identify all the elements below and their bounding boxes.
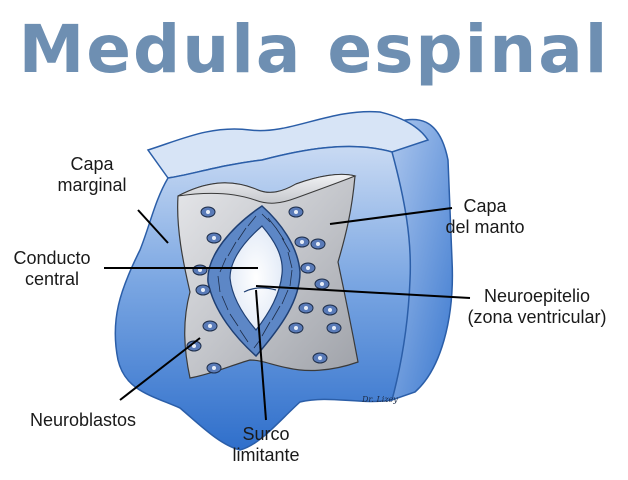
label-neuroblastos: Neuroblastos [30,410,137,430]
sulcus-limitans-groove [243,287,277,293]
label-neuroepitelio: Neuroepitelio (zona ventricular) [467,286,607,327]
signature: Dr. Lizey [361,395,398,404]
leader-surco-limitante [255,289,267,421]
leader-capa-marginal [137,209,169,244]
leader-neuroepitelio [255,285,471,299]
leader-neuroblastos [119,337,201,401]
page-title: Medula espinal [18,11,610,88]
leader-lines [104,207,471,421]
label-surco-limitante: Surco limitante [232,424,300,465]
mantle-top-surface [177,173,357,204]
neuroepithelium-cells [217,213,293,349]
central-canal [229,225,283,331]
leader-capa-del-manto [329,207,453,225]
label-capa-marginal: Capa marginal [57,154,127,195]
label-capa-del-manto: Capa del manto [445,196,525,237]
label-conducto-central: Conducto central [13,248,91,289]
neuroblast-nuclei [192,210,336,370]
